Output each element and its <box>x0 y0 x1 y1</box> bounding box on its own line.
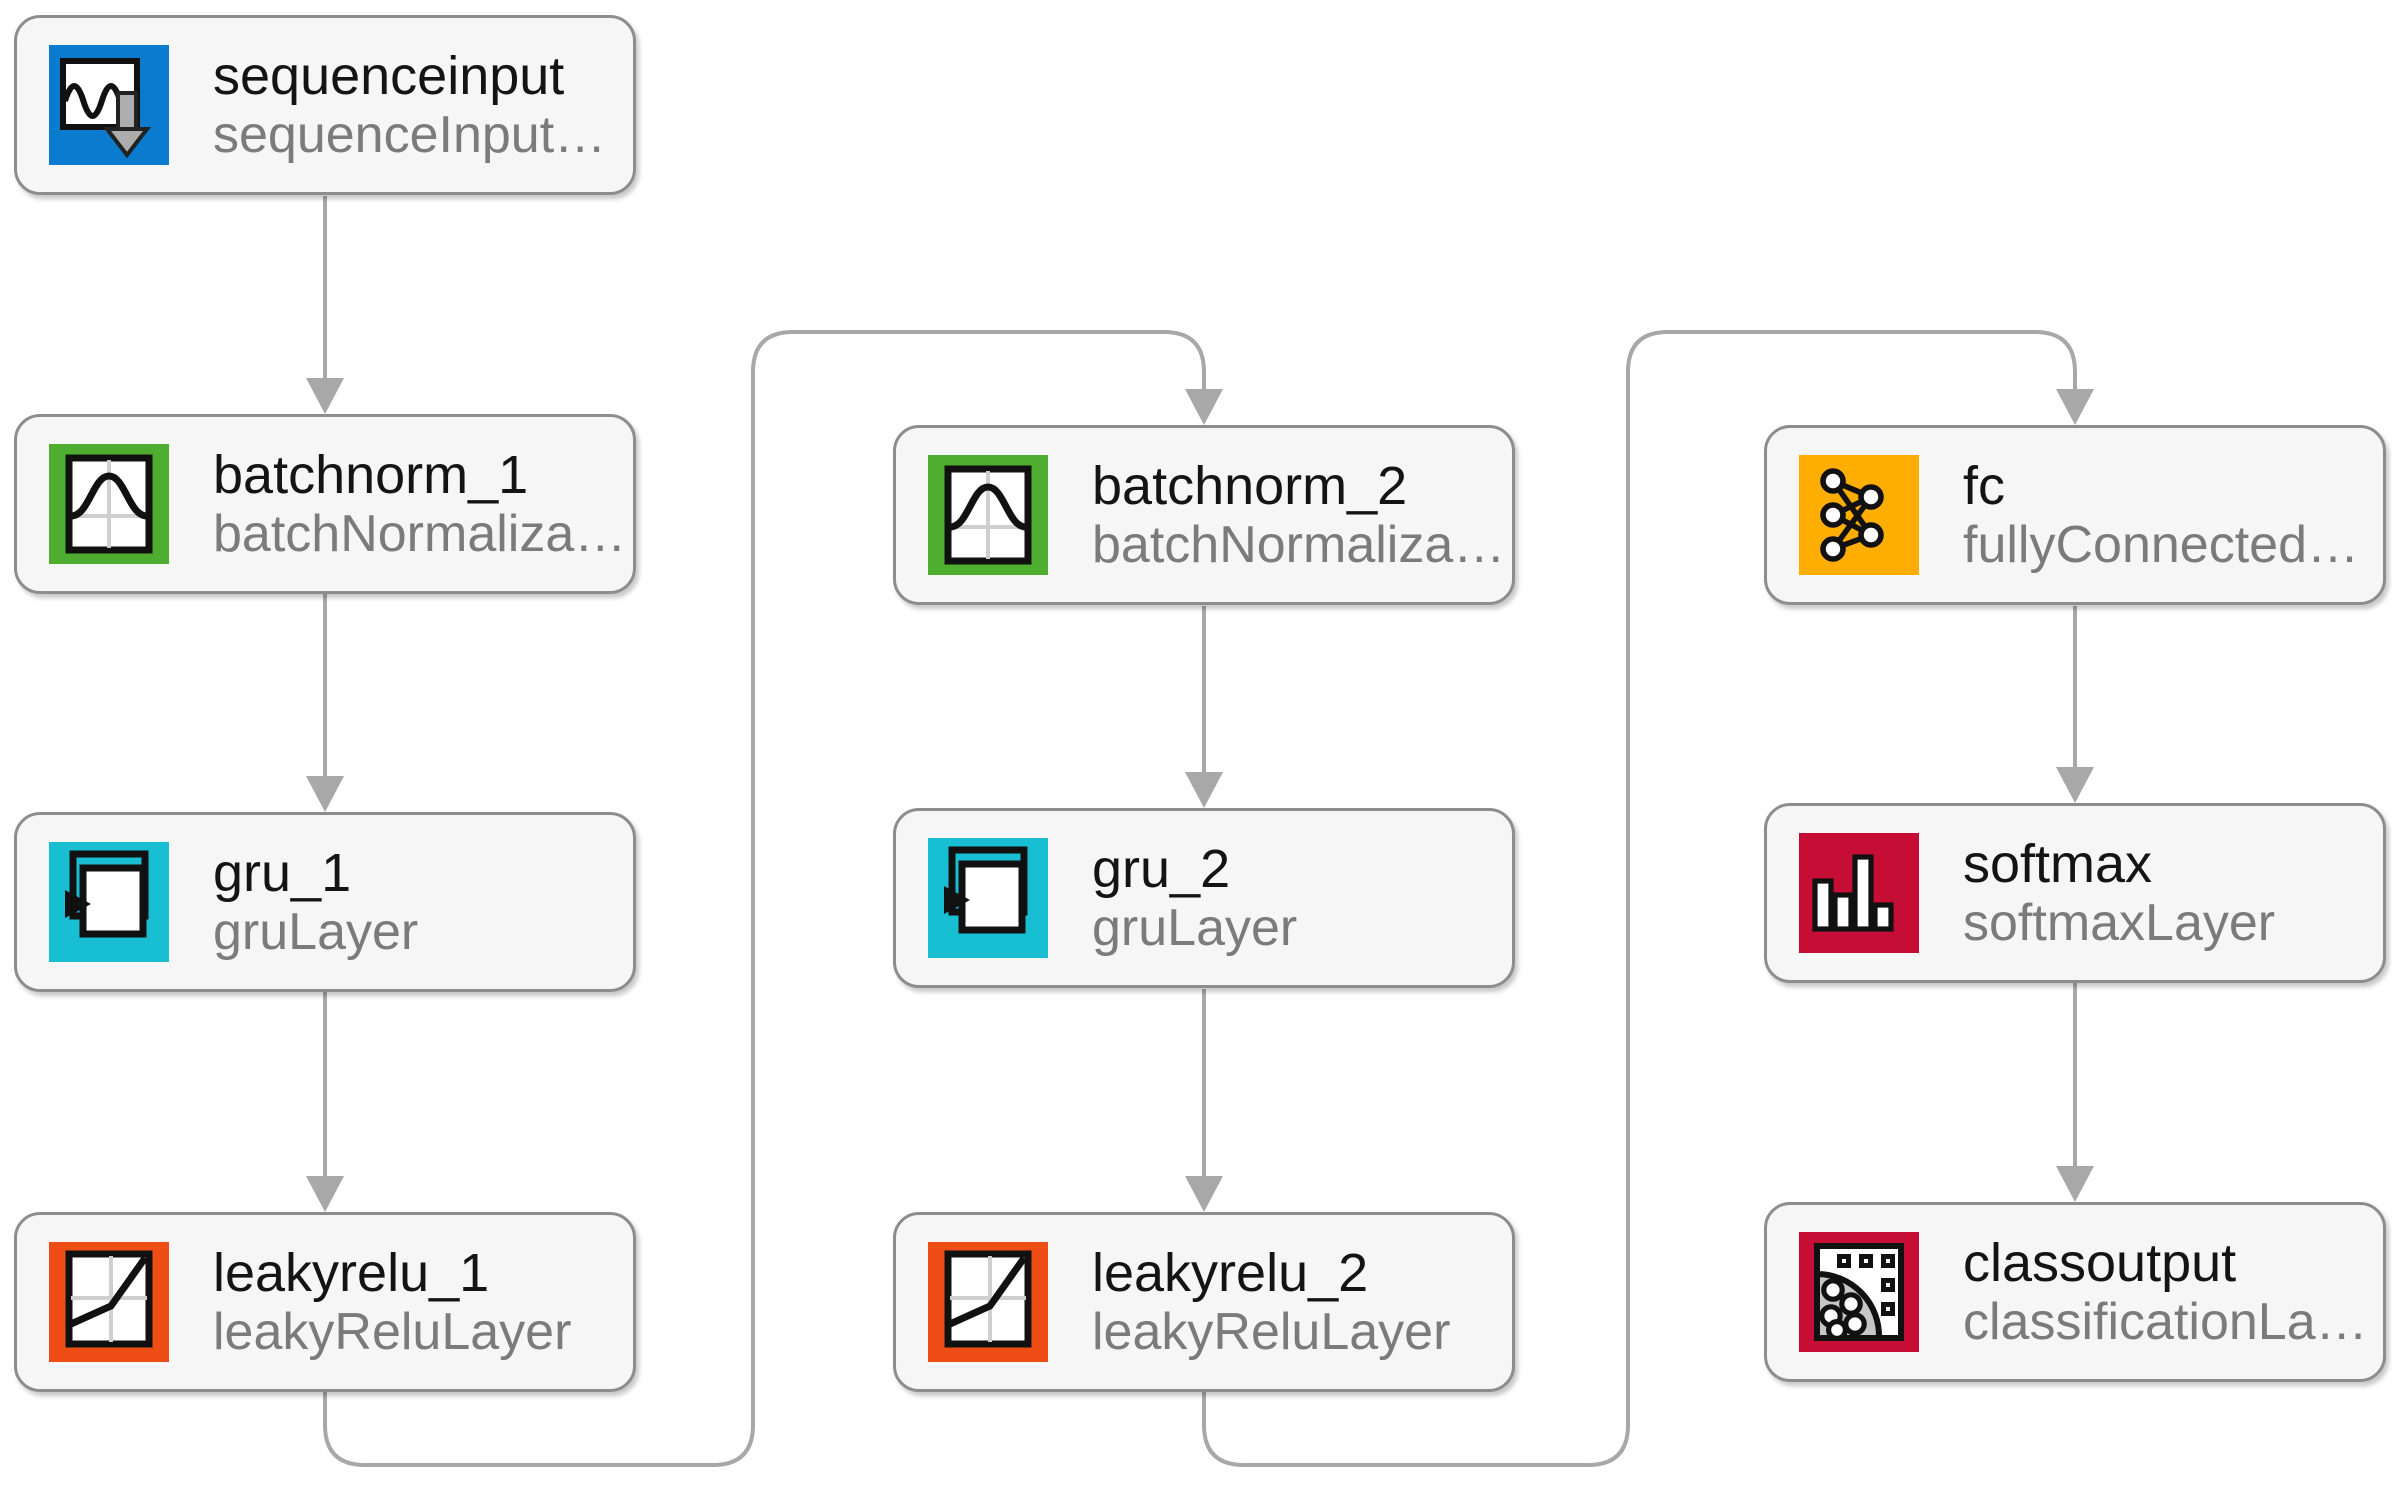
arrowhead-icon <box>2056 1166 2094 1202</box>
edge-gru_2-to-leakyrelu_2[interactable] <box>1185 989 1223 1212</box>
edge-gru_1-to-leakyrelu_1[interactable] <box>306 991 344 1212</box>
edge-sequenceinput-to-batchnorm_1[interactable] <box>306 196 344 414</box>
batch-norm-icon <box>49 444 169 564</box>
layer-texts: batchnorm_2 batchNormaliza… <box>1092 456 1505 575</box>
layer-type: gruLayer <box>1092 899 1298 958</box>
arrowhead-icon <box>1185 389 1223 425</box>
edge-leakyrelu_2-to-fc[interactable] <box>1202 330 2094 1467</box>
edge-batchnorm_1-to-gru_1[interactable] <box>306 594 344 812</box>
layer-type: gruLayer <box>213 903 419 962</box>
layer-name: batchnorm_1 <box>213 444 529 505</box>
layer-node-leakyrelu_2[interactable]: leakyrelu_2 leakyReluLayer <box>893 1212 1515 1392</box>
layer-name: gru_1 <box>213 842 352 903</box>
sequence-input-icon <box>49 45 169 165</box>
layer-node-sequenceinput[interactable]: sequenceinput sequenceInput… <box>14 15 636 195</box>
layer-node-softmax[interactable]: softmax softmaxLayer <box>1764 803 2386 983</box>
layer-texts: gru_2 gruLayer <box>1092 839 1297 958</box>
layer-type: batchNormaliza… <box>213 505 627 564</box>
layer-name: batchnorm_2 <box>1092 455 1408 516</box>
fully-connected-icon <box>1799 455 1919 575</box>
arrowhead-icon <box>306 378 344 414</box>
layer-texts: batchnorm_1 batchNormaliza… <box>213 445 626 564</box>
layer-type: classificationLa… <box>1963 1293 2368 1352</box>
layer-name: softmax <box>1963 833 2153 894</box>
leaky-relu-icon <box>928 1242 1048 1362</box>
layer-type: leakyReluLayer <box>213 1303 572 1362</box>
layer-texts: softmax softmaxLayer <box>1963 834 2275 953</box>
layer-type: fullyConnected… <box>1963 516 2359 575</box>
arrowhead-icon <box>306 1176 344 1212</box>
layer-name: fc <box>1963 455 2006 516</box>
layer-name: sequenceinput <box>213 45 565 106</box>
arrowhead-icon <box>306 776 344 812</box>
layer-node-batchnorm_2[interactable]: batchnorm_2 batchNormaliza… <box>893 425 1515 605</box>
layer-texts: gru_1 gruLayer <box>213 843 418 962</box>
layer-texts: sequenceinput sequenceInput… <box>213 46 606 165</box>
arrowhead-icon <box>1185 1176 1223 1212</box>
layer-name: classoutput <box>1963 1232 2237 1293</box>
edge-leakyrelu_1-to-batchnorm_2[interactable] <box>323 330 1223 1467</box>
layer-type: leakyReluLayer <box>1092 1303 1451 1362</box>
layer-type: sequenceInput… <box>213 106 607 165</box>
layer-node-classoutput[interactable]: classoutput classificationLa… <box>1764 1202 2386 1382</box>
layer-texts: fc fullyConnected… <box>1963 456 2359 575</box>
batch-norm-icon <box>928 455 1048 575</box>
classification-output-icon <box>1799 1232 1919 1352</box>
layer-node-gru_1[interactable]: gru_1 gruLayer <box>14 812 636 992</box>
leaky-relu-icon <box>49 1242 169 1362</box>
arrowhead-icon <box>2056 767 2094 803</box>
layer-node-fc[interactable]: fc fullyConnected… <box>1764 425 2386 605</box>
arrowhead-icon <box>1185 772 1223 808</box>
layer-node-batchnorm_1[interactable]: batchnorm_1 batchNormaliza… <box>14 414 636 594</box>
gru-icon <box>928 838 1048 958</box>
layer-type: softmaxLayer <box>1963 894 2276 953</box>
layer-node-gru_2[interactable]: gru_2 gruLayer <box>893 808 1515 988</box>
layer-node-leakyrelu_1[interactable]: leakyrelu_1 leakyReluLayer <box>14 1212 636 1392</box>
layer-name: leakyrelu_2 <box>1092 1242 1369 1303</box>
gru-icon <box>49 842 169 962</box>
layer-texts: classoutput classificationLa… <box>1963 1233 2368 1352</box>
layer-texts: leakyrelu_1 leakyReluLayer <box>213 1243 571 1362</box>
layer-texts: leakyrelu_2 leakyReluLayer <box>1092 1243 1450 1362</box>
layer-name: leakyrelu_1 <box>213 1242 490 1303</box>
softmax-icon <box>1799 833 1919 953</box>
edge-softmax-to-classoutput[interactable] <box>2056 981 2094 1202</box>
layer-name: gru_2 <box>1092 838 1231 899</box>
layer-type: batchNormaliza… <box>1092 516 1506 575</box>
arrowhead-icon <box>2056 389 2094 425</box>
edge-fc-to-softmax[interactable] <box>2056 606 2094 803</box>
edge-batchnorm_2-to-gru_2[interactable] <box>1185 606 1223 808</box>
